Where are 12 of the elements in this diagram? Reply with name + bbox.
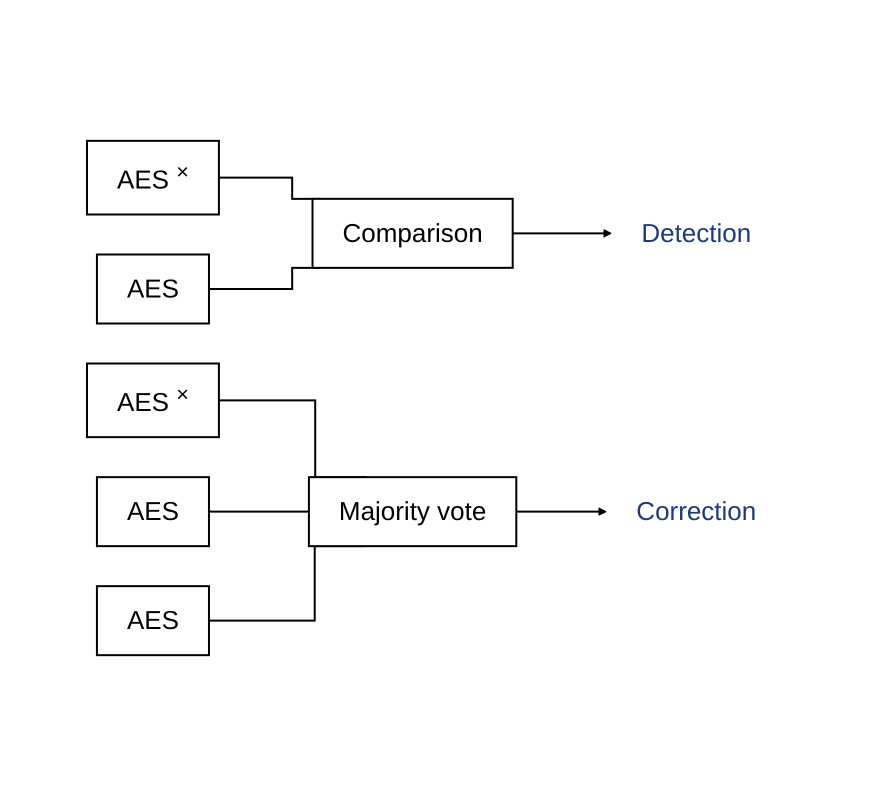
node-box: AES — [96, 476, 210, 547]
node-box: Comparison — [312, 197, 514, 268]
node-box: AES $^{×}$ — [86, 362, 220, 438]
node-text: Detection — [642, 217, 752, 248]
node-box: AES — [96, 584, 210, 656]
connector — [209, 510, 310, 512]
node-box: AES $^{×}$ — [86, 139, 220, 215]
node-text: Correction — [636, 496, 757, 526]
arrow — [513, 228, 612, 238]
node-box: Majority vote — [308, 476, 518, 547]
arrow — [516, 506, 608, 516]
node-box: AES — [96, 253, 210, 324]
